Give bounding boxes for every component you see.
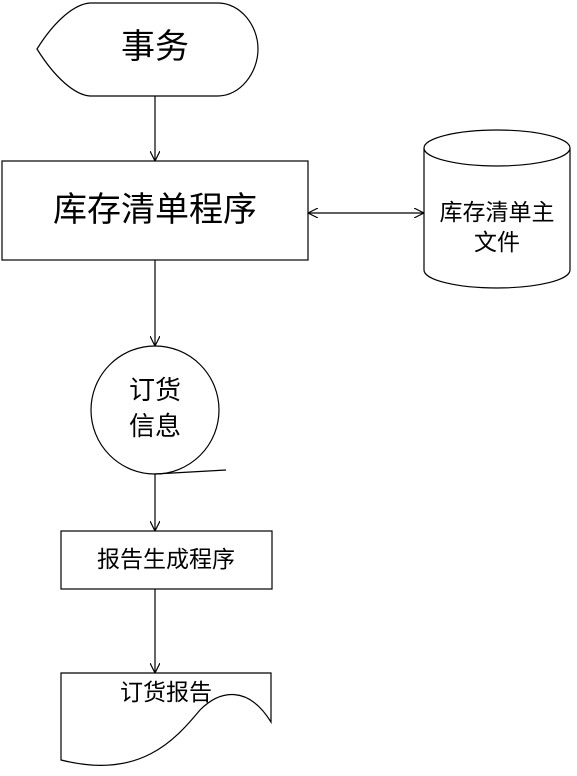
inventory-master-file-node: 库存清单主 文件 bbox=[423, 129, 571, 289]
inventory-program-label: 库存清单程序 bbox=[53, 190, 257, 230]
report-program-node: 报告生成程序 bbox=[60, 530, 273, 590]
inventory-master-file-label-line1: 库存清单主 bbox=[440, 200, 555, 226]
cylinder-top bbox=[423, 129, 571, 167]
tape-circle bbox=[90, 345, 220, 475]
cylinder-body bbox=[423, 148, 571, 289]
order-info-label-line1: 订货 bbox=[129, 376, 181, 406]
transaction-label: 事务 bbox=[121, 27, 189, 67]
report-program-label: 报告生成程序 bbox=[97, 547, 235, 573]
process-box bbox=[1, 160, 309, 261]
order-report-label: 订货报告 bbox=[120, 680, 212, 706]
order-info-node: 订货 信息 bbox=[90, 345, 227, 475]
process-box bbox=[60, 530, 273, 590]
inventory-master-file-label-line2: 文件 bbox=[474, 230, 520, 256]
document-shape bbox=[60, 672, 272, 766]
order-report-node: 订货报告 bbox=[60, 672, 272, 766]
order-info-label-line2: 信息 bbox=[129, 412, 181, 442]
transaction-node: 事务 bbox=[36, 2, 259, 97]
inventory-program-node: 库存清单程序 bbox=[1, 160, 309, 261]
display-shape bbox=[36, 2, 259, 97]
tape-tail bbox=[154, 469, 227, 475]
